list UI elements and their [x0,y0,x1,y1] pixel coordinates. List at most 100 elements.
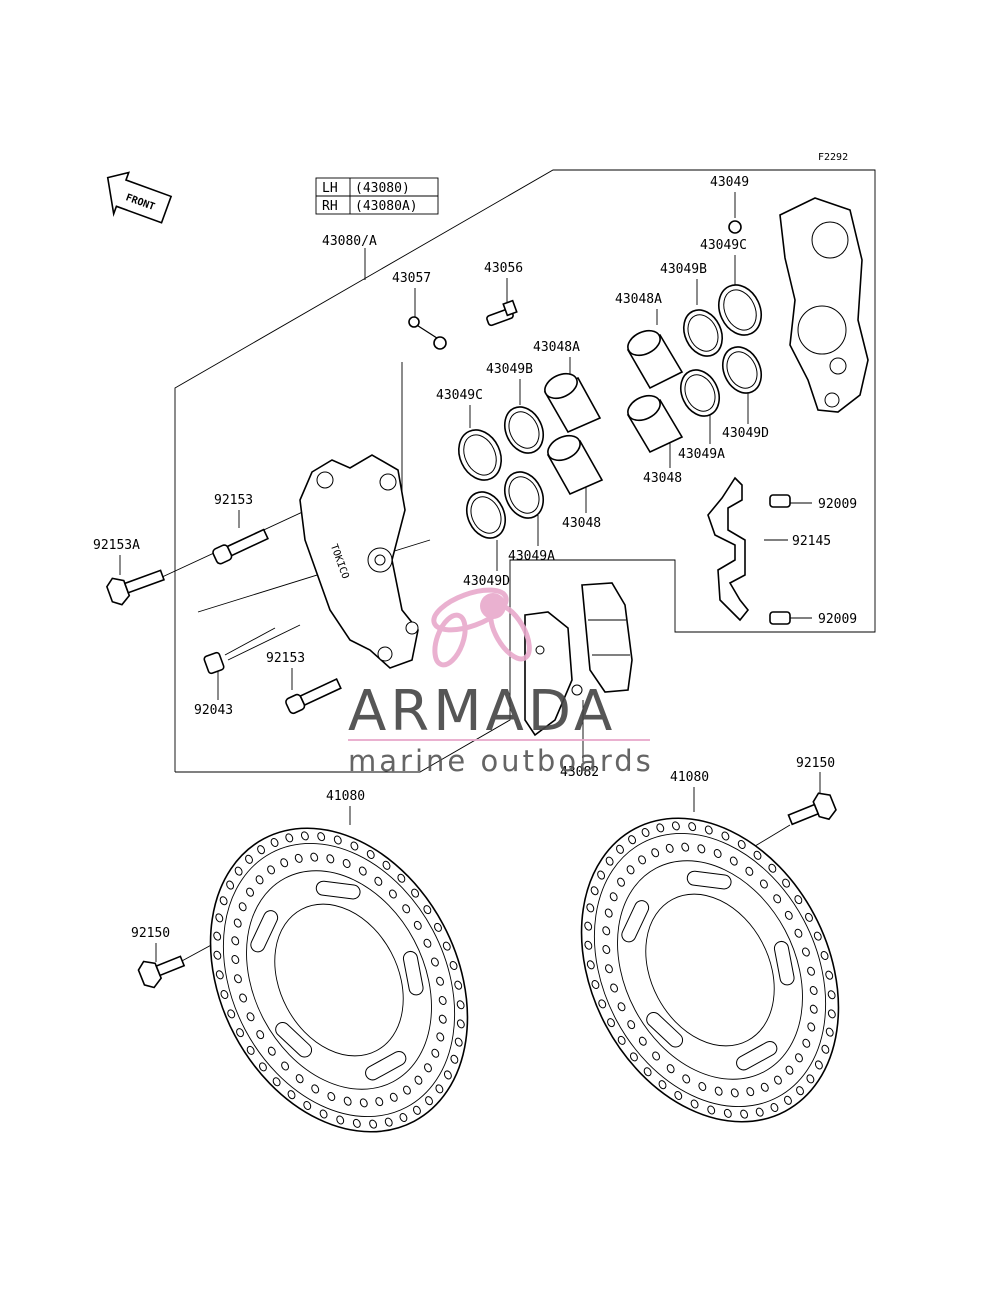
disc-slot [250,910,279,953]
vent-hole [333,835,342,845]
vent-hole [827,1009,836,1019]
side-table-row2-side: RH [322,199,338,214]
vent-hole [674,1091,683,1101]
vent-hole [681,842,690,852]
bleeder-cap-43057 [408,316,447,350]
vent-hole [220,989,229,999]
vent-hole [352,1118,361,1128]
vent-hole [806,1074,815,1084]
vent-hole [713,849,722,859]
label-assembly: 43080/A [322,234,377,249]
armada-watermark: ARMADA marine outboards [348,587,654,778]
vent-hole [602,945,611,955]
vent-hole [768,863,777,873]
vent-hole [280,858,289,868]
vent-hole [234,974,242,984]
vent-hole [626,865,635,875]
brake-disc-right-41080 [580,817,840,1123]
vent-hole [456,1000,465,1010]
vent-hole [436,976,444,986]
vent-hole [740,1109,749,1119]
vent-hole [281,1061,290,1071]
disc-slot [365,1050,407,1081]
disc-slot [773,940,795,986]
vent-hole [227,1009,236,1019]
vent-hole [796,1086,804,1096]
vent-hole [343,1096,352,1106]
vent-hole [610,983,619,993]
vent-hole [399,1112,408,1122]
disc-slots [250,880,424,1081]
disc-bolt-92150-right [787,792,837,826]
watermark-brand: ARMADA [348,679,616,744]
vent-hole [770,1102,779,1112]
vent-hole [825,970,834,980]
vent-hole [246,1012,255,1022]
disc-slot [736,1040,778,1071]
vent-hole [255,875,264,885]
vent-hole [607,1018,615,1028]
vent-hole [414,1075,423,1085]
vent-hole [759,879,768,889]
vent-hole [813,931,822,941]
vent-hole [411,888,420,898]
vent-hole [226,880,235,890]
vent-hole [374,876,383,886]
vent-hole [605,856,614,866]
label-43049a-right: 43049A [678,447,725,462]
vent-hole [267,865,275,875]
vent-hole [745,866,754,876]
vent-hole [213,931,222,941]
vent-hole [584,940,593,950]
vent-hole [366,849,375,859]
vent-hole [707,1105,716,1115]
vent-hole [785,1065,794,1075]
disc-center-bore [645,893,775,1047]
vent-hole [294,853,303,863]
label-92009-bottom: 92009 [818,612,857,627]
vent-hole [616,844,624,854]
vent-hole [729,856,738,866]
vent-hole [319,1109,328,1119]
vent-hole [219,896,228,906]
vent-hole [384,1117,393,1127]
vent-hole [234,866,243,876]
label-43049b-right: 43049B [660,262,707,277]
vent-hole [258,1062,267,1072]
vent-hole [233,918,242,928]
vent-hole [238,902,247,912]
vent-hole [213,950,222,960]
watermark-tagline: marine outboards [348,744,654,778]
vent-hole [443,1070,452,1080]
vent-hole [825,1027,834,1037]
part-labels: 43080/A 43057 43056 43049 43049C 43049B … [93,175,857,941]
vent-hole [285,833,294,843]
vent-hole [755,1107,764,1117]
vent-hole [665,843,674,853]
vent-hole [656,823,665,833]
vent-hole [682,1074,691,1084]
disc-friction-edge [246,870,432,1090]
vent-hole [336,1115,345,1125]
vent-hole [773,894,782,904]
vent-hole [359,1098,368,1108]
side-table: LH (43080) RH (43080A) [315,177,439,215]
vent-hole [730,1088,739,1098]
vent-hole [688,822,697,832]
vent-hole [638,855,646,865]
caliper-half-right [769,197,869,625]
vent-hole [434,922,442,932]
bolt-92153-top [212,528,269,565]
vent-hole [436,1032,445,1042]
vent-hole [690,1099,699,1109]
vent-hole [784,1095,792,1105]
vent-hole [435,1084,444,1094]
vent-hole [423,905,432,915]
propeller-logo-icon [431,587,532,668]
label-92153-bottom: 92153 [266,651,305,666]
vent-hole [774,1075,782,1085]
label-92153a: 92153A [93,538,140,553]
vent-hole [723,1108,732,1118]
caliper-half-left: TOKICO [299,454,419,669]
vent-hole [438,1014,447,1024]
